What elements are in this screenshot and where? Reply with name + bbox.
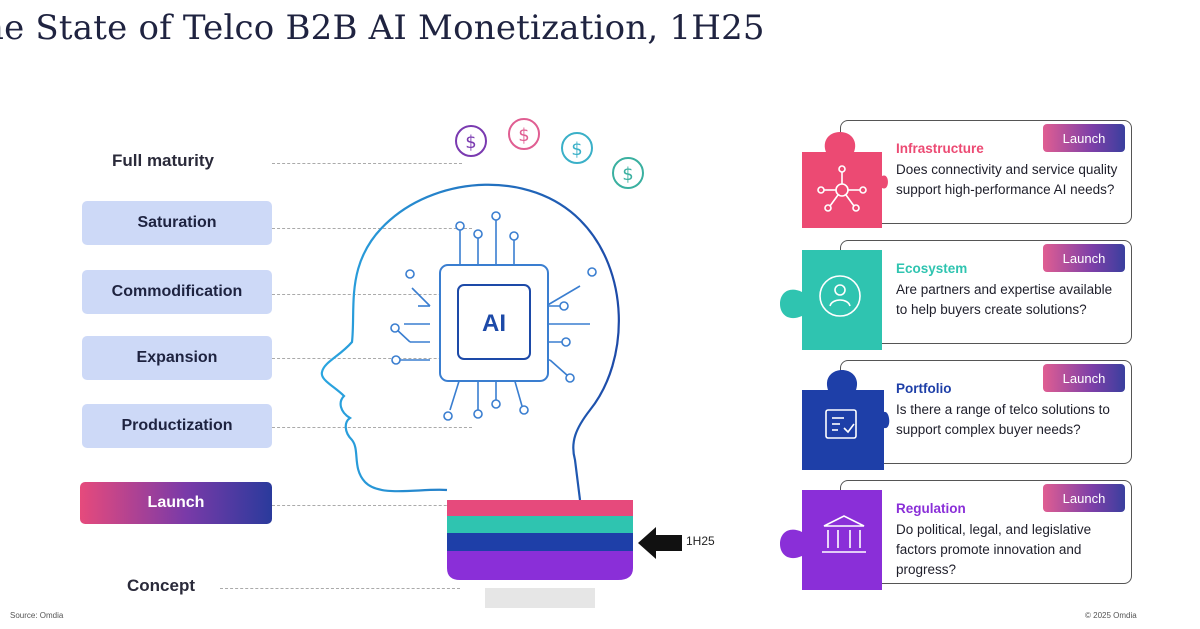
launch-badge: Launch [1043,484,1125,512]
stage-commodification: Commodification [82,270,272,314]
regulation-puzzle-icon [780,490,882,590]
head-illustration: AI [320,183,633,608]
copyright-note: © 2025 Omdia [1085,611,1137,620]
svg-text:$: $ [571,139,582,160]
card-question: Does connectivity and service quality su… [896,162,1118,197]
ai-chip-inner [457,284,531,360]
card-question: Are partners and expertise available to … [896,282,1113,317]
launch-badge: Launch [1043,124,1125,152]
svg-text:$: $ [465,132,476,153]
stage-guide-line [272,228,472,229]
card-title: Infrastructure [896,141,984,156]
stage-guide-line [272,294,472,295]
svg-text:$: $ [518,125,529,146]
stage-guide-line [272,358,472,359]
pillar-card-portfolio: Launch Portfolio Is there a range of tel… [840,360,1132,464]
stage-productization: Productization [82,404,272,448]
dollar-coin-icon: $ [455,125,487,157]
launch-badge: Launch [1043,244,1125,272]
stage-guide-line [272,505,472,506]
stage-saturation: Saturation [82,201,272,245]
infrastructure-puzzle-icon [802,132,888,228]
page-title: he State of Telco B2B AI Monetization, 1… [0,8,765,48]
source-note: Source: Omdia [10,611,64,620]
card-title: Ecosystem [896,261,968,276]
card-title: Portfolio [896,381,952,396]
current-stage-label: 1H25 [686,534,715,548]
stage-guide-line [272,427,472,428]
pillar-card-ecosystem: Launch Ecosystem Are partners and expert… [840,240,1132,344]
stage-full-maturity: Full maturity [112,151,215,170]
pillar-card-infrastructure: Launch Infrastructure Does connectivity … [840,120,1132,224]
stage-launch: Launch [80,482,272,524]
card-title: Regulation [896,501,966,516]
stage-expansion: Expansion [82,336,272,380]
svg-text:$: $ [622,164,633,185]
card-question: Do political, legal, and legislative fac… [896,522,1092,577]
portfolio-puzzle-icon [802,370,890,470]
ecosystem-puzzle-icon [780,250,882,350]
pillar-card-regulation: Launch Regulation Do political, legal, a… [840,480,1132,584]
dollar-coin-icon: $ [508,118,540,150]
card-question: Is there a range of telco solutions to s… [896,402,1110,437]
stage-guide-line [220,588,460,589]
stage-concept: Concept [127,576,195,595]
ai-chip-label: AI [482,310,506,337]
launch-badge: Launch [1043,364,1125,392]
dollar-coin-icon: $ [612,157,644,189]
dollar-coin-icon: $ [561,132,593,164]
stage-guide-line [272,163,462,164]
head-outline [320,183,620,501]
current-stage-arrow-icon [638,527,682,559]
